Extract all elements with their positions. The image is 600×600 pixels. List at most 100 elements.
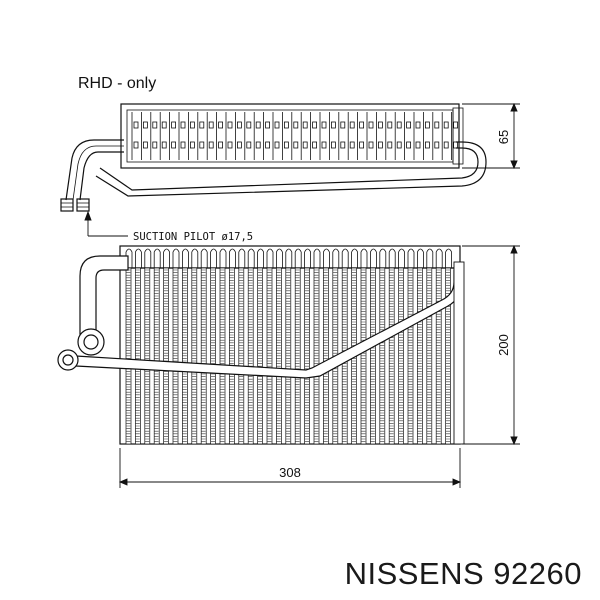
top-core-endcap [452, 107, 464, 165]
header-tube [417, 248, 424, 268]
top-fin-slot [246, 121, 252, 129]
header-tube [200, 248, 208, 268]
top-pipe-lower-2 [95, 141, 487, 197]
top-pipe-left-inner [72, 145, 124, 201]
header-tube [210, 248, 217, 268]
top-view [60, 103, 487, 212]
header-tube [294, 248, 302, 268]
top-fin-slot [302, 141, 308, 149]
front-pipe-upper-end-inner [83, 334, 99, 350]
rhd-note: RHD - only [78, 75, 156, 92]
top-fin-slot [359, 141, 365, 149]
top-fin-slot [142, 141, 148, 149]
header-tube [276, 248, 283, 268]
top-fin-slot [424, 141, 430, 149]
header-tube [445, 248, 452, 268]
top-fin-slot [255, 121, 261, 129]
header-tube [125, 248, 133, 268]
header-tube [370, 248, 377, 268]
header-tube [304, 248, 311, 268]
header-tube [285, 248, 293, 268]
top-fin-slot [330, 121, 336, 129]
header-tube [398, 248, 405, 268]
top-core-outline [120, 103, 460, 169]
front-core-fins [121, 267, 453, 445]
top-pipe-left [65, 139, 124, 201]
top-fin-slot [406, 141, 412, 149]
header-tube [229, 248, 236, 268]
top-fin-slot [152, 121, 158, 129]
top-fin-slot [171, 121, 177, 129]
top-fin-slot [293, 141, 299, 149]
header-tube [163, 248, 170, 268]
top-fin-slot [199, 121, 205, 129]
front-pipe-upper-end [77, 328, 105, 356]
top-fin-slot [443, 121, 449, 129]
header-tube [191, 248, 199, 268]
brand-part-number: NISSENS 92260 [344, 556, 582, 591]
top-fin-slot [161, 141, 167, 149]
top-fin-slot [312, 121, 318, 129]
top-fin-slot [218, 121, 224, 129]
dim-200-label: 200 [496, 334, 511, 356]
top-fin-slot [208, 141, 214, 149]
top-fin-slot [415, 121, 421, 129]
top-fin-slot [255, 141, 261, 149]
header-tube [266, 248, 274, 268]
header-tube [332, 248, 340, 268]
top-fin-slot [180, 121, 186, 129]
dim-308-label: 308 [279, 465, 301, 480]
header-tube [219, 248, 227, 268]
top-fin-slot [443, 141, 449, 149]
top-fin-slot [293, 121, 299, 129]
header-tube [238, 248, 246, 268]
top-fin-slot [453, 121, 459, 129]
top-fin-slot [340, 121, 346, 129]
header-tube [388, 248, 396, 268]
top-fin-slot [152, 141, 158, 149]
suction-pilot-label: SUCTION PILOT ø17,5 [133, 231, 253, 243]
top-fin-slot [218, 141, 224, 149]
top-fin-slot [180, 141, 186, 149]
top-fin-slot [321, 141, 327, 149]
header-tube [257, 248, 264, 268]
top-fin-slot [406, 121, 412, 129]
front-view [57, 245, 465, 445]
top-fin-slot [377, 121, 383, 129]
top-fin-slot [274, 121, 280, 129]
top-fin-slot [434, 121, 440, 129]
top-fin-slot [236, 141, 242, 149]
top-fin-slot [415, 141, 421, 149]
header-tube [247, 248, 255, 268]
header-tube [351, 248, 358, 268]
top-pipe-lower [99, 147, 479, 191]
header-tube [135, 248, 142, 268]
top-fin-slot [387, 141, 393, 149]
header-tube [144, 248, 152, 268]
top-fin-slot [227, 121, 233, 129]
top-fin-slot [312, 141, 318, 149]
header-tube [407, 248, 415, 268]
top-fin-slot [208, 121, 214, 129]
top-fin-slot [189, 141, 195, 149]
top-fin-slot [396, 121, 402, 129]
top-fin-slot [368, 141, 374, 149]
front-pipe-lower-end-inner [62, 354, 74, 366]
top-fin-slot [133, 141, 139, 149]
top-fin-slot [330, 141, 336, 149]
header-tube [379, 248, 387, 268]
top-fin-slot [349, 141, 355, 149]
front-header-tubes [125, 248, 452, 268]
top-fin-slot [199, 141, 205, 149]
top-fin-slot [246, 141, 252, 149]
header-tube [182, 248, 189, 268]
top-fin-slot [340, 141, 346, 149]
header-tube [341, 248, 349, 268]
top-fitting-threads [61, 202, 89, 208]
suction-leader [84, 210, 128, 237]
top-fin-slot [359, 121, 365, 129]
top-core-fins [131, 112, 459, 160]
top-fin-slot [434, 141, 440, 149]
top-fin-slot [424, 121, 430, 129]
